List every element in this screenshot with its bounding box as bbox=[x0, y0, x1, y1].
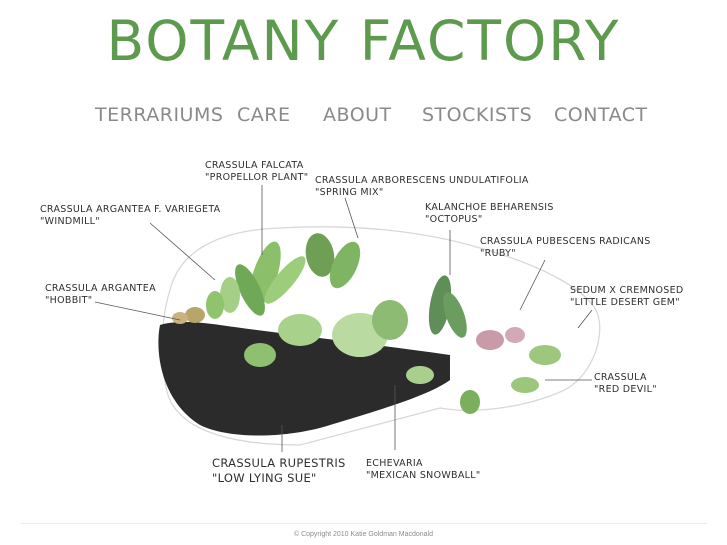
label-common: "SPRING MIX" bbox=[315, 187, 529, 199]
label-crassula-red-devil: CRASSULA "RED DEVIL" bbox=[594, 372, 657, 396]
nav-stockists[interactable]: STOCKISTS bbox=[422, 104, 532, 126]
nav-care[interactable]: CARE bbox=[237, 104, 290, 126]
label-crassula-rupestris: CRASSULA RUPESTRIS "LOW LYING SUE" bbox=[212, 456, 346, 486]
nav-terrariums[interactable]: TERRARIUMS bbox=[95, 104, 223, 126]
footer-divider bbox=[20, 523, 707, 524]
label-common: "WINDMILL" bbox=[40, 216, 220, 228]
label-common: "RED DEVIL" bbox=[594, 384, 657, 396]
label-crassula-falcata: CRASSULA FALCATA "PROPELLOR PLANT" bbox=[205, 160, 308, 184]
site-logo[interactable]: BOTANY FACTORY bbox=[0, 10, 727, 72]
label-name: KALANCHOE BEHARENSIS bbox=[425, 202, 554, 214]
label-common: "LITTLE DESERT GEM" bbox=[570, 297, 684, 309]
label-name: CRASSULA PUBESCENS RADICANS bbox=[480, 236, 651, 248]
nav-about[interactable]: ABOUT bbox=[323, 104, 392, 126]
label-echevaria: ECHEVARIA "MEXICAN SNOWBALL" bbox=[366, 458, 481, 482]
footer-copyright: © Copyright 2010 Katie Goldman Macdonald bbox=[0, 531, 727, 538]
label-name: CRASSULA ARGANTEA F. VARIEGETA bbox=[40, 204, 220, 216]
label-common: "LOW LYING SUE" bbox=[212, 471, 346, 486]
label-common: "PROPELLOR PLANT" bbox=[205, 172, 308, 184]
label-crassula-argantea: CRASSULA ARGANTEA "HOBBIT" bbox=[45, 283, 156, 307]
label-name: CRASSULA bbox=[594, 372, 657, 384]
terrarium-illustration: CRASSULA FALCATA "PROPELLOR PLANT" CRASS… bbox=[0, 140, 727, 520]
label-common: "OCTOPUS" bbox=[425, 214, 554, 226]
label-kalanchoe: KALANCHOE BEHARENSIS "OCTOPUS" bbox=[425, 202, 554, 226]
label-name: CRASSULA ARGANTEA bbox=[45, 283, 156, 295]
label-crassula-pubescens: CRASSULA PUBESCENS RADICANS "RUBY" bbox=[480, 236, 651, 260]
nav-contact[interactable]: CONTACT bbox=[554, 104, 648, 126]
label-sedum: SEDUM X CREMNOSED "LITTLE DESERT GEM" bbox=[570, 285, 684, 309]
label-name: CRASSULA ARBORESCENS UNDULATIFOLIA bbox=[315, 175, 529, 187]
label-name: CRASSULA FALCATA bbox=[205, 160, 308, 172]
main-nav: TERRARIUMS CARE ABOUT STOCKISTS CONTACT bbox=[0, 104, 727, 130]
label-name: ECHEVARIA bbox=[366, 458, 481, 470]
label-common: "RUBY" bbox=[480, 248, 651, 260]
label-common: "MEXICAN SNOWBALL" bbox=[366, 470, 481, 482]
label-common: "HOBBIT" bbox=[45, 295, 156, 307]
label-crassula-argantea-variegeta: CRASSULA ARGANTEA F. VARIEGETA "WINDMILL… bbox=[40, 204, 220, 228]
label-name: SEDUM X CREMNOSED bbox=[570, 285, 684, 297]
label-name: CRASSULA RUPESTRIS bbox=[212, 456, 346, 471]
label-crassula-arborescens: CRASSULA ARBORESCENS UNDULATIFOLIA "SPRI… bbox=[315, 175, 529, 199]
